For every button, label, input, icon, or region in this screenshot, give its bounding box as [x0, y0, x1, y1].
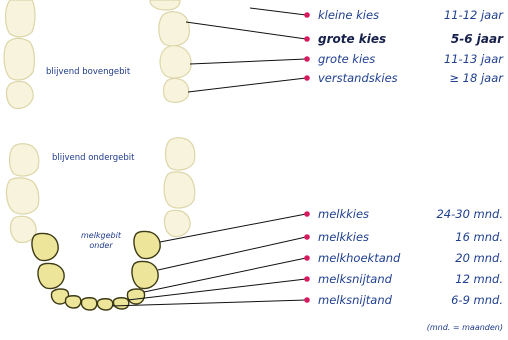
lower-caption: blijvend ondergebit [52, 153, 135, 163]
lower-label-name: melksnijtand [318, 293, 393, 307]
marker-dot [304, 297, 310, 303]
upper-label-age: 11-13 jaar [444, 52, 504, 66]
lower-left-molar [7, 178, 39, 214]
milk-incisor [81, 298, 96, 310]
lower-right-molar [166, 138, 195, 170]
marker-dot [304, 234, 310, 240]
leader-line [158, 237, 306, 270]
milk-molar-left [38, 263, 64, 288]
upper-right-tooth [150, 0, 180, 10]
upper-label-name: grote kies [318, 32, 386, 46]
marker-dot [304, 12, 310, 18]
leader-line [188, 78, 306, 92]
milk-incisor [65, 296, 80, 308]
lower-right-molar [165, 210, 191, 236]
milk-incisor [97, 299, 112, 310]
lower-left-molar [10, 144, 39, 176]
upper-label-name: grote kies [318, 52, 375, 66]
leader-line [250, 8, 306, 15]
marker-dot [304, 75, 310, 81]
lower-label-age: 24-30 mnd. [436, 207, 503, 221]
milk-caption-line: melkgebit [81, 231, 122, 240]
lower-label-age: 16 mnd. [455, 230, 503, 244]
marker-dot [304, 255, 310, 261]
leader-line [144, 258, 306, 292]
milk-molar-right [132, 261, 158, 288]
lower-right-molar [164, 172, 195, 208]
upper-left-teeth [4, 0, 35, 109]
lower-label-name: melkkies [318, 207, 369, 221]
upper-right-tooth [164, 79, 189, 103]
marker-dot [304, 211, 310, 217]
lower-label-name: melkhoektand [318, 251, 401, 265]
milk-molar-right [134, 231, 160, 258]
lower-label-name: melksnijtand [318, 272, 393, 286]
upper-label-age: 5-6 jaar [451, 32, 504, 46]
upper-right-tooth [160, 46, 191, 78]
leader-line [190, 59, 306, 64]
marker-dot [304, 276, 310, 282]
milk-incisor [113, 298, 128, 309]
lower-label-name: melkkies [318, 230, 369, 244]
upper-left-tooth [7, 82, 34, 109]
upper-label-name: verstandskies [318, 71, 398, 85]
milk-caption-line: onder [89, 241, 113, 250]
milk-canine-right [127, 289, 144, 304]
marker-dot [304, 36, 310, 42]
marker-dot [304, 56, 310, 62]
leader-line [186, 22, 306, 39]
milk-molar-left [32, 233, 58, 260]
upper-right-tooth [159, 12, 190, 46]
upper-left-tooth [6, 0, 36, 37]
lower-label-age: 20 mnd. [455, 251, 503, 265]
lower-label-age: 6-9 mnd. [451, 293, 503, 307]
upper-left-tooth [4, 38, 34, 80]
upper-label-age: ≥ 18 jaar [449, 71, 504, 85]
upper-right-teeth [150, 0, 191, 102]
lower-label-age: 12 mnd. [455, 272, 503, 286]
footnote: (mnd. = maanden) [427, 323, 503, 332]
upper-caption: blijvend bovengebit [46, 67, 131, 77]
upper-label-age: 11-12 jaar [444, 8, 504, 22]
upper-label-name: kleine kies [318, 8, 379, 22]
